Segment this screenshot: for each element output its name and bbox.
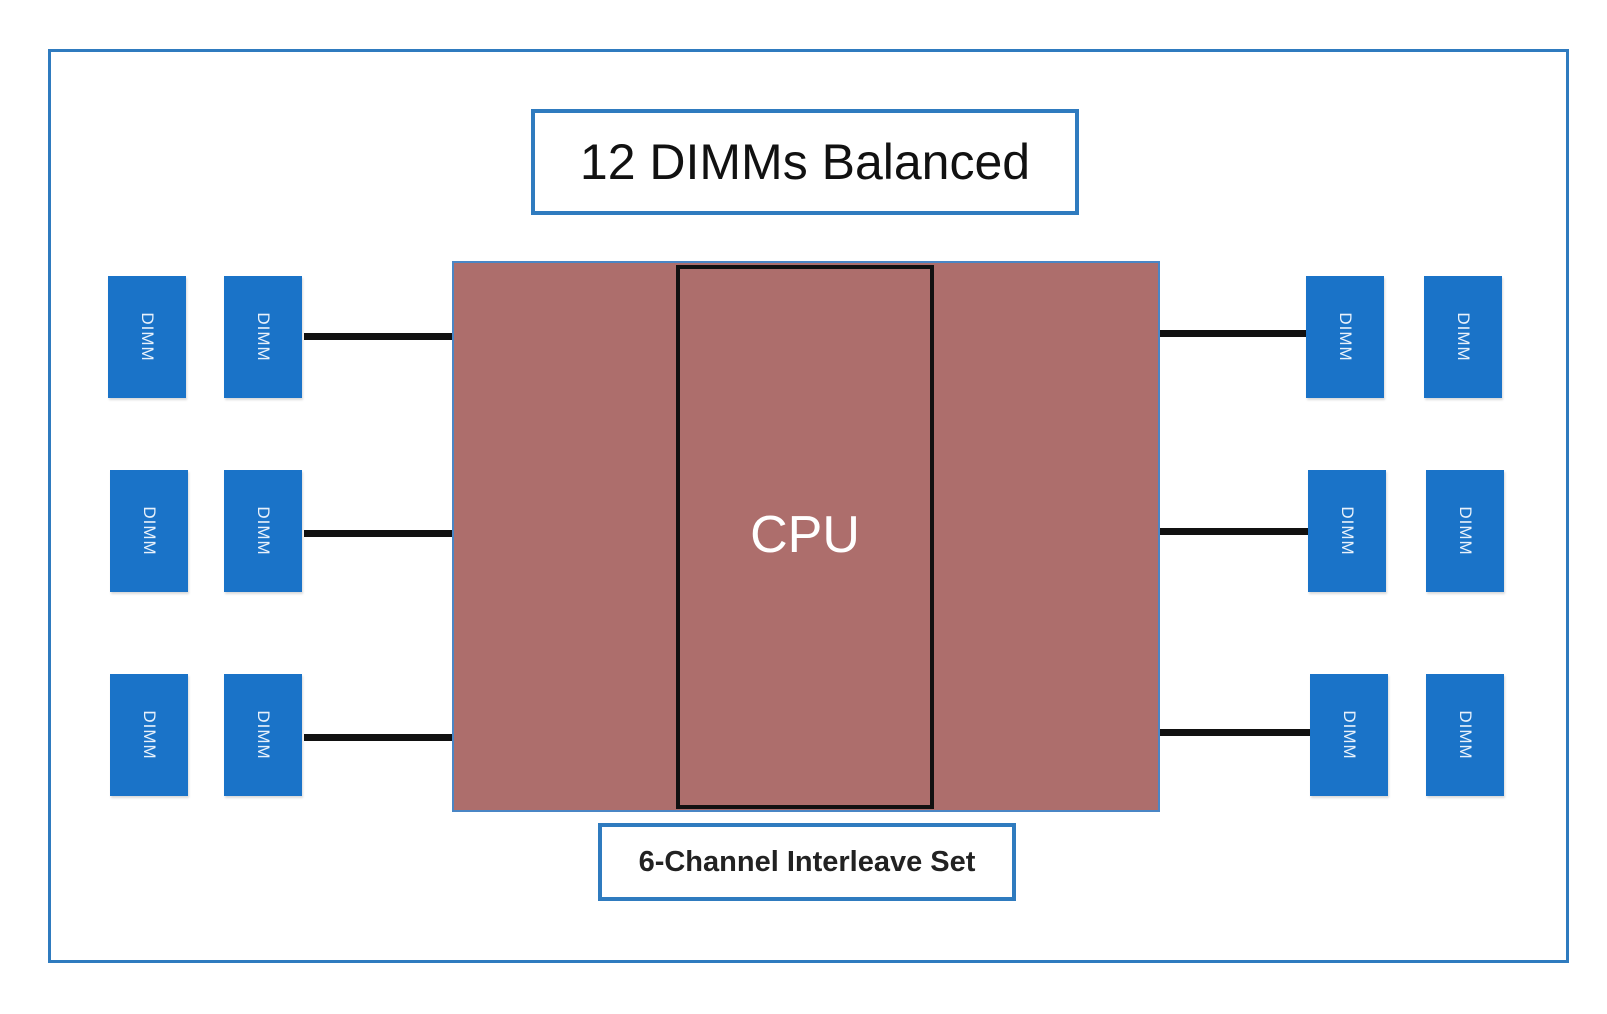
interleave-set-label: 6-Channel Interleave Set	[598, 823, 1016, 901]
dimm-label: DIMM	[140, 710, 159, 760]
channel-wire-right-2	[1158, 528, 1314, 535]
dimm-left-1-inner: DIMM	[224, 276, 302, 398]
dimm-label: DIMM	[254, 710, 273, 760]
dimm-left-2-outer: DIMM	[110, 470, 188, 592]
dimm-label: DIMM	[1340, 710, 1359, 760]
channel-wire-left-3	[304, 734, 454, 741]
dimm-right-2-outer: DIMM	[1426, 470, 1504, 592]
dimm-right-3-outer: DIMM	[1426, 674, 1504, 796]
dimm-left-3-outer: DIMM	[110, 674, 188, 796]
dimm-label: DIMM	[254, 506, 273, 556]
diagram-title-text: 12 DIMMs Balanced	[579, 134, 1031, 190]
channel-wire-left-2	[304, 530, 454, 537]
diagram-title: 12 DIMMs Balanced	[531, 109, 1079, 215]
channel-wire-right-1	[1158, 330, 1314, 337]
channel-wire-right-3	[1158, 729, 1314, 736]
cpu-label: CPU	[750, 506, 860, 564]
interleave-set-text: 6-Channel Interleave Set	[638, 845, 976, 878]
dimm-label: DIMM	[1456, 506, 1475, 556]
dimm-label: DIMM	[1454, 312, 1473, 362]
dimm-label: DIMM	[140, 506, 159, 556]
dimm-left-3-inner: DIMM	[224, 674, 302, 796]
dimm-right-3-inner: DIMM	[1310, 674, 1388, 796]
dimm-left-1-outer: DIMM	[108, 276, 186, 398]
dimm-right-1-outer: DIMM	[1424, 276, 1502, 398]
channel-wire-left-1	[304, 333, 454, 340]
dimm-right-1-inner: DIMM	[1306, 276, 1384, 398]
dimm-label: DIMM	[138, 312, 157, 362]
dimm-label: DIMM	[1456, 710, 1475, 760]
dimm-label: DIMM	[254, 312, 273, 362]
dimm-right-2-inner: DIMM	[1308, 470, 1386, 592]
dimm-label: DIMM	[1336, 312, 1355, 362]
dimm-left-2-inner: DIMM	[224, 470, 302, 592]
dimm-label: DIMM	[1338, 506, 1357, 556]
cpu-core	[676, 265, 934, 809]
